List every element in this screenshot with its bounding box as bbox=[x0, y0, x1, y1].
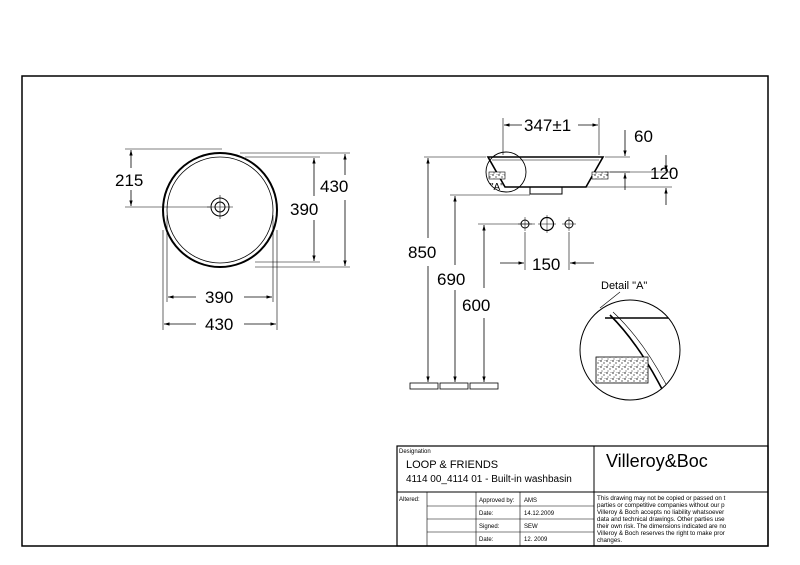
date1-label: Date: bbox=[479, 511, 494, 517]
date2-value: 12. 2009 bbox=[524, 537, 548, 543]
detail-a-circle bbox=[579, 299, 681, 401]
date2-label: Date: bbox=[479, 537, 494, 543]
detail-a-marker-circle bbox=[485, 151, 527, 193]
notice-line: their own risk. The dimensions indicated… bbox=[597, 523, 727, 530]
dim-150: 150 bbox=[532, 255, 560, 274]
detail-a-marker: "A" bbox=[490, 182, 504, 193]
dim-690: 690 bbox=[437, 270, 465, 289]
altered-label: Altered: bbox=[399, 497, 420, 503]
date1-value: 14.12.2009 bbox=[524, 511, 555, 517]
dim-120: 120 bbox=[650, 164, 678, 183]
dim-60: 60 bbox=[634, 127, 653, 146]
product-description: 4114 00_4114 01 - Built-in washbasin bbox=[406, 474, 572, 485]
dim-430-right: 430 bbox=[320, 177, 348, 196]
notice-line: Villeroy & Boch accepts no liability wha… bbox=[597, 509, 724, 516]
product-name: LOOP & FRIENDS bbox=[406, 459, 498, 471]
notice-line: Villeroy & Boch reserves the right to ma… bbox=[597, 530, 725, 537]
countertop-right bbox=[591, 171, 609, 180]
signed-label: Signed: bbox=[479, 524, 500, 530]
approved-label: Approved by: bbox=[479, 498, 515, 504]
notice-line: This drawing may not be copied or passed… bbox=[597, 495, 726, 502]
top-view: 215 430 390 390 430 bbox=[115, 148, 350, 334]
detail-a: Detail "A" bbox=[579, 280, 681, 401]
floor-plate-2 bbox=[439, 382, 469, 390]
side-view: "A" 347±1 60 120 850 690 bbox=[408, 116, 678, 390]
floor-plate-3 bbox=[469, 382, 499, 390]
dim-390-bottom: 390 bbox=[205, 288, 233, 307]
basin-inner-bowl bbox=[166, 156, 274, 264]
dim-600: 600 bbox=[462, 296, 490, 315]
dim-347: 347±1 bbox=[524, 116, 571, 135]
floor-plate-1 bbox=[409, 382, 439, 390]
designation-label: Designation bbox=[399, 449, 431, 455]
signed-value: SEW bbox=[524, 524, 538, 530]
dim-215: 215 bbox=[115, 171, 143, 190]
dim-850: 850 bbox=[408, 243, 436, 262]
tap-holes bbox=[518, 215, 576, 233]
drain-body bbox=[529, 186, 563, 195]
dim-390-right: 390 bbox=[290, 200, 318, 219]
detail-countertop bbox=[595, 356, 649, 384]
detail-a-label: Detail "A" bbox=[601, 280, 647, 292]
notice-line: changes. bbox=[597, 537, 622, 544]
legal-notice: This drawing may not be copied or passed… bbox=[597, 495, 727, 544]
notice-line: parties or competitive companies without… bbox=[597, 502, 725, 509]
drawing-frame bbox=[21, 75, 769, 547]
approved-value: AMS bbox=[524, 498, 537, 504]
basin-outer-rim bbox=[162, 152, 278, 268]
notice-line: data and technical drawings. Other parti… bbox=[597, 516, 725, 523]
countertop-left bbox=[488, 171, 506, 180]
dim-430-bottom: 430 bbox=[205, 315, 233, 334]
title-block: Designation LOOP & FRIENDS 4114 00_4114 … bbox=[396, 445, 769, 547]
brand-name: Villeroy&Boc bbox=[606, 451, 708, 471]
